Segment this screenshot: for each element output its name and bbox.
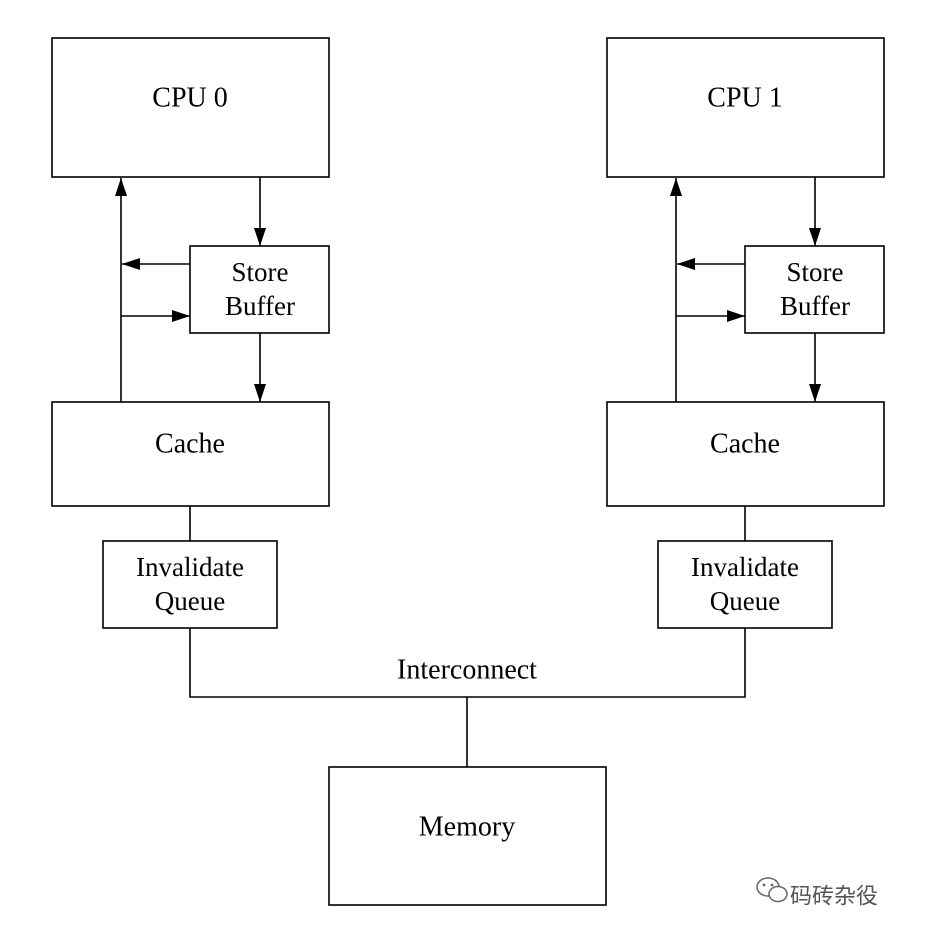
invalidate-queue-0-label-line1: Invalidate (136, 552, 244, 582)
cache-1-box (606, 401, 885, 507)
invalidate-queue-0-label-line2: Queue (155, 586, 225, 616)
memory-label: Memory (419, 812, 515, 843)
watermark: 码砖杂役 (756, 877, 878, 909)
cache-0-label: Cache (155, 429, 225, 460)
store-buffer-1-box (744, 245, 885, 334)
interconnect-label: Interconnect (397, 655, 537, 686)
cpu1-box (606, 37, 885, 178)
cpu0-box (51, 37, 330, 178)
cpu0-group: CPU 0 Store Buffer Cache Invalidate Queu… (51, 37, 330, 629)
interconnect-group: Interconnect Memory (189, 628, 746, 906)
store-buffer-1-label-line2: Buffer (780, 291, 850, 321)
watermark-text: 码砖杂役 (790, 884, 878, 909)
cpu1-group: CPU 1 Store Buffer Cache Invalidate Queu… (606, 37, 885, 629)
store-buffer-0-label-line1: Store (232, 257, 289, 287)
invalidate-queue-1-label-line1: Invalidate (691, 552, 799, 582)
cpu1-label: CPU 1 (707, 83, 782, 114)
cpu0-label: CPU 0 (152, 83, 227, 114)
cache-0-box (51, 401, 330, 507)
memory-box (328, 766, 607, 906)
cache-1-label: Cache (710, 429, 780, 460)
store-buffer-0-label-line2: Buffer (225, 291, 295, 321)
wechat-icon (756, 877, 788, 903)
store-buffer-0-box (189, 245, 330, 334)
store-buffer-1-label-line1: Store (787, 257, 844, 287)
invalidate-queue-1-box (657, 540, 833, 629)
invalidate-queue-1-label-line2: Queue (710, 586, 780, 616)
invalidate-queue-0-box (102, 540, 278, 629)
